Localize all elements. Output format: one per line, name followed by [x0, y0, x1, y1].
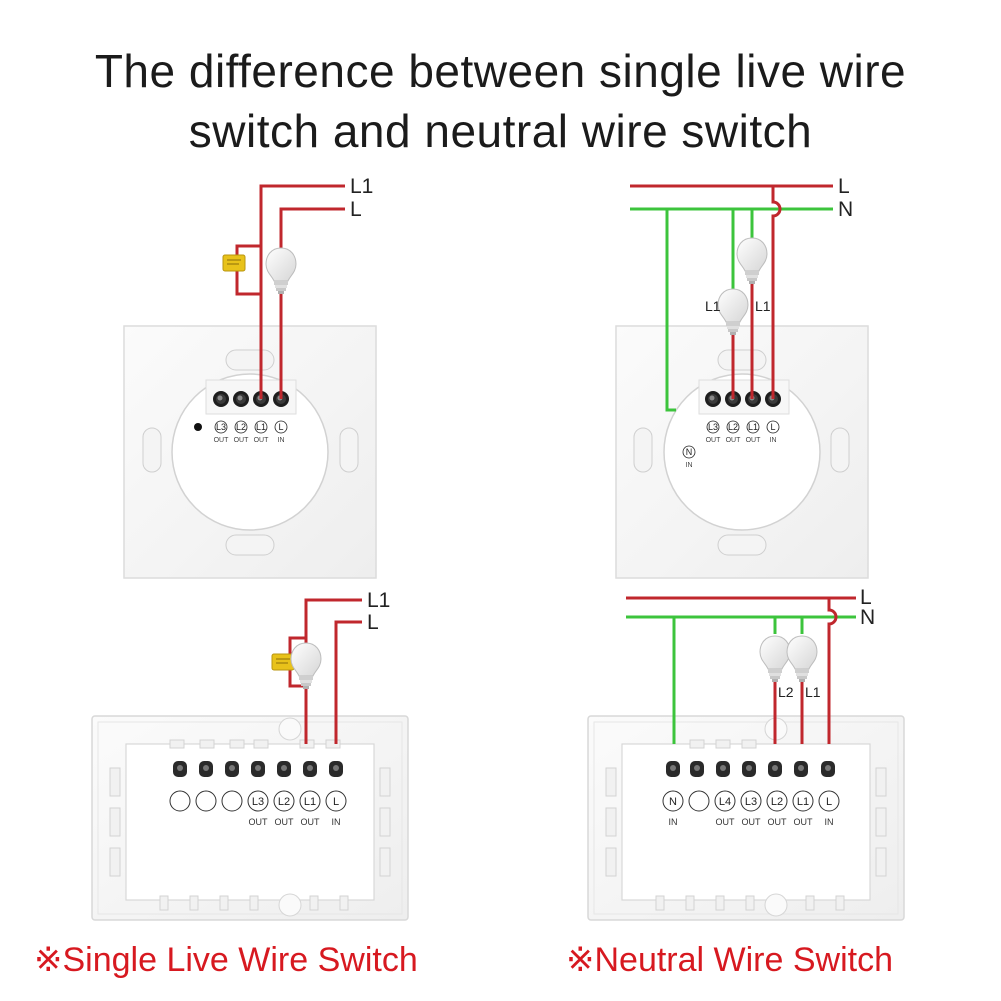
- bulb-label: L1: [755, 298, 771, 314]
- terminal-sub: OUT: [716, 817, 736, 827]
- wire-label: L: [350, 198, 362, 221]
- terminal-label: L3: [745, 796, 757, 808]
- terminal-sub: OUT: [234, 437, 250, 444]
- wire-label: L1: [367, 589, 390, 612]
- panel-bottom-right: N IN L4 OUT L3 OUT L2 OUT L1 OUT L IN: [587, 586, 905, 921]
- terminal-label: L: [770, 422, 775, 432]
- terminal-sub: IN: [825, 817, 834, 827]
- neutral-terminal-label: N: [686, 447, 693, 457]
- live-wires: [626, 596, 856, 744]
- terminal-sub: OUT: [746, 437, 762, 444]
- terminal-sub: OUT: [794, 817, 814, 827]
- terminal-label: L: [826, 796, 832, 808]
- title-line-1: The difference between single live wire: [94, 45, 907, 97]
- bulb-label: L1: [705, 298, 721, 314]
- terminal-labels: L3 OUT L2 OUT L1 OUT L IN: [214, 420, 288, 444]
- wire-label: L: [860, 586, 872, 609]
- terminal-label: L3: [216, 422, 226, 432]
- terminal-label: L1: [797, 796, 809, 808]
- panel-top-right: L3 OUT L2 OUT L1 OUT L IN N IN: [615, 175, 869, 579]
- terminal-labels: L3 OUT L2 OUT L1 OUT L IN N IN: [682, 420, 780, 469]
- terminal-sub: IN: [278, 437, 285, 444]
- title-line-2: switch and neutral wire switch: [188, 105, 813, 157]
- terminal-label: L2: [278, 796, 290, 808]
- neutral-terminal-sub: IN: [686, 462, 693, 469]
- terminal-label: L4: [719, 796, 731, 808]
- terminal-label: L1: [304, 796, 316, 808]
- terminal-sub: IN: [669, 817, 678, 827]
- terminal-sub: OUT: [768, 817, 788, 827]
- wire-label: L: [367, 611, 379, 634]
- terminal-sub: OUT: [275, 817, 295, 827]
- terminal-sub: OUT: [249, 817, 269, 827]
- terminal-sub: OUT: [742, 817, 762, 827]
- terminal-sub: OUT: [706, 437, 722, 444]
- terminal-label: L: [333, 796, 339, 808]
- capacitor-icon: [222, 254, 246, 272]
- terminal-label: L2: [771, 796, 783, 808]
- terminal-sub: OUT: [726, 437, 742, 444]
- wire-label: L1: [350, 175, 373, 198]
- terminal-sub: IN: [770, 437, 777, 444]
- terminal-label: L2: [728, 422, 738, 432]
- panel-top-left: L3 OUT L2 OUT L1 OUT L IN L1 L: [123, 175, 377, 579]
- bulb-icon: [736, 237, 768, 285]
- neutral-wires: [626, 615, 856, 744]
- bulb-label: L2: [778, 684, 794, 700]
- caption-single-live: ※Single Live Wire Switch: [34, 941, 418, 979]
- terminal-label: L1: [748, 422, 758, 432]
- terminal-label: L: [278, 422, 283, 432]
- bulb-icon: [759, 635, 791, 683]
- terminal-sub: OUT: [301, 817, 321, 827]
- bulb-label: L1: [805, 684, 821, 700]
- wire-label: N: [838, 198, 853, 221]
- bulb-icon: [290, 642, 322, 690]
- panel-bottom-left: L3 OUT L2 OUT L1 OUT L IN L1 L: [91, 589, 409, 921]
- wire-label: N: [860, 606, 875, 629]
- terminal-label: L1: [256, 422, 266, 432]
- terminal-label: L2: [236, 422, 246, 432]
- terminal-label: N: [669, 796, 677, 808]
- neutral-wires: [630, 207, 833, 412]
- terminal-labels: L3 OUT L2 OUT L1 OUT L IN: [169, 790, 347, 827]
- terminal-label: L3: [252, 796, 264, 808]
- caption-neutral: ※Neutral Wire Switch: [566, 941, 894, 979]
- terminal-label: L3: [708, 422, 718, 432]
- terminal-labels: N IN L4 OUT L3 OUT L2 OUT L1 OUT L IN: [662, 790, 840, 827]
- wire-label: L: [838, 175, 850, 198]
- terminal-sub: OUT: [254, 437, 270, 444]
- bulb-icon: [786, 635, 818, 683]
- terminal-sub: OUT: [214, 437, 230, 444]
- terminal-sub: IN: [332, 817, 341, 827]
- bulb-icon: [265, 247, 297, 295]
